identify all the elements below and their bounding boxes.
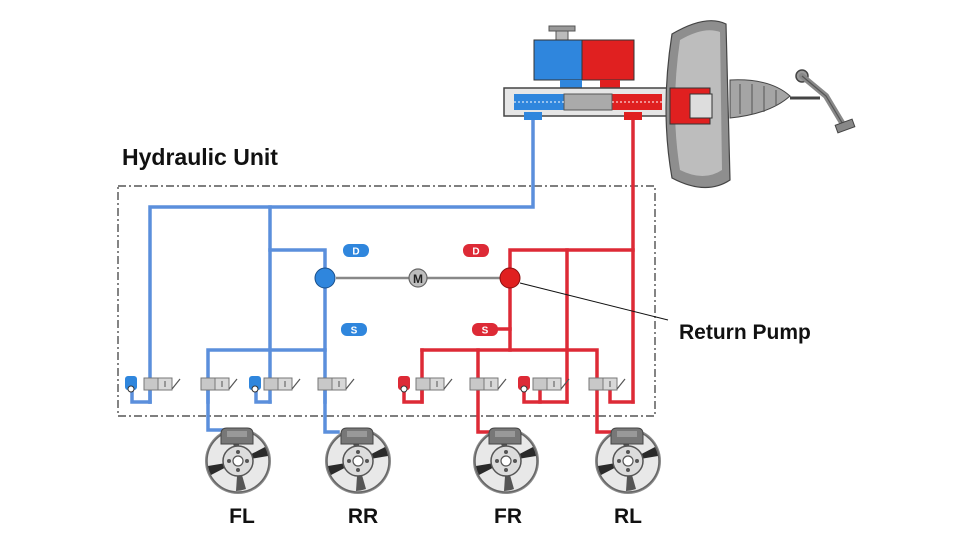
wheel-label-fr: FR (494, 505, 522, 528)
wheel-label-fl: FL (229, 505, 255, 528)
return-pump-circuit-2 (499, 267, 521, 289)
solenoid-valve (588, 377, 626, 391)
motor-label: M (413, 272, 423, 286)
accumulator-circuit-1: S (341, 323, 367, 337)
check-valve (249, 376, 261, 393)
hydraulic-unit-frame (117, 185, 656, 417)
hydraulic-unit-title: Hydraulic Unit (122, 144, 278, 170)
solenoid-valve (532, 377, 570, 391)
svg-text:S: S (482, 326, 489, 337)
wheel-label-rr: RR (347, 505, 379, 528)
caliper-icon (488, 427, 522, 445)
check-valve (125, 376, 137, 393)
master-cylinder (503, 25, 673, 120)
brake-rl (594, 427, 662, 495)
check-valve (398, 376, 410, 393)
solenoid-valve (415, 377, 453, 391)
svg-text:D: D (352, 247, 359, 258)
damper-chamber-circuit-1: D (343, 244, 369, 258)
circuit-2-lines (402, 110, 635, 434)
caliper-icon (610, 427, 644, 445)
caliper-icon (220, 427, 254, 445)
brake-fl (204, 427, 272, 495)
solenoid-valve (200, 377, 238, 391)
return-pump-label: Return Pump (679, 321, 811, 344)
circuit-1-lines (130, 110, 535, 434)
solenoid-valve (317, 377, 355, 391)
return-pump-circuit-1 (314, 267, 336, 289)
caliper-icon (340, 427, 374, 445)
accumulator-circuit-2: S (472, 323, 498, 337)
solenoid-valve (263, 377, 301, 391)
damper-chamber-circuit-2: D (463, 244, 489, 258)
solenoid-valve (469, 377, 507, 391)
return-pump-leader-line (519, 282, 669, 321)
wheel-label-rl: RL (614, 505, 642, 528)
brake-booster (665, 20, 820, 189)
brake-fr (472, 427, 540, 495)
svg-text:S: S (351, 326, 358, 337)
solenoid-valve (143, 377, 181, 391)
motor-symbol (408, 268, 428, 288)
brake-rr (324, 427, 392, 495)
check-valve (518, 376, 530, 393)
brake-pedal (795, 69, 856, 134)
svg-text:D: D (472, 247, 479, 258)
